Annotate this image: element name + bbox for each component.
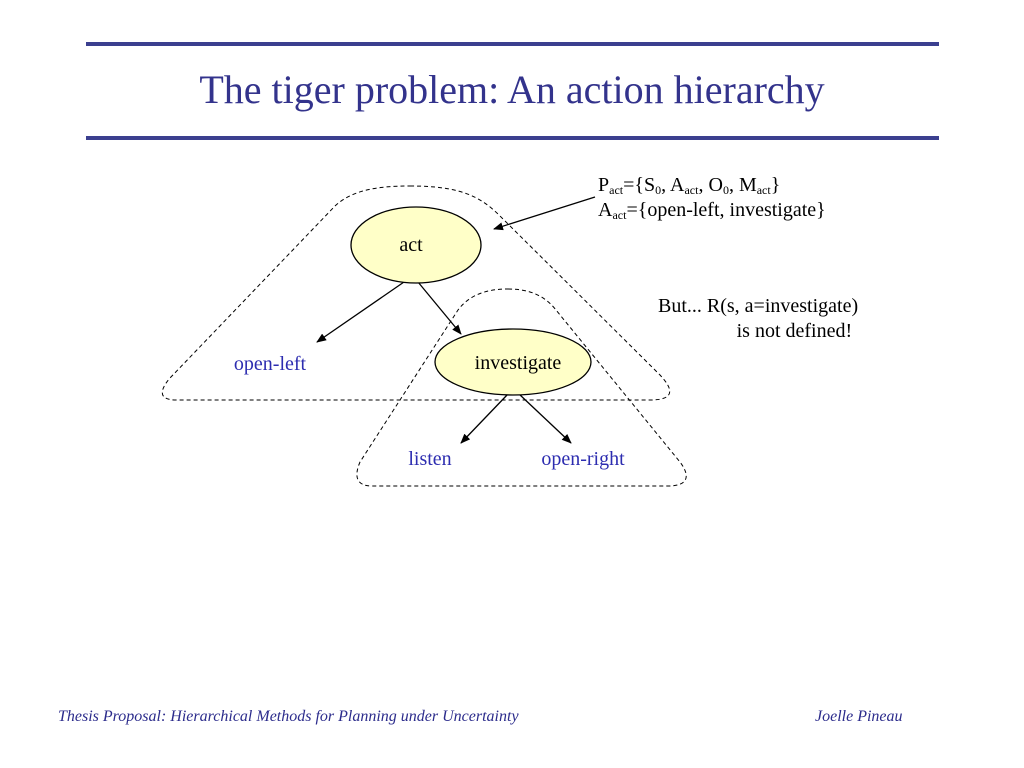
node-act: act xyxy=(350,206,482,284)
edge-investigate-listen xyxy=(460,393,509,444)
edge-investigate-open-right xyxy=(518,393,572,444)
act-subtree-outline xyxy=(161,185,671,401)
leaf-open-right: open-right xyxy=(541,448,625,470)
annotation-pointer-arrow xyxy=(493,196,596,231)
pact-definition: Pact={S0, Aact, O0, Mact} Aact={open-lef… xyxy=(598,173,826,223)
leaf-open-left: open-left xyxy=(234,353,307,375)
node-investigate: investigate xyxy=(434,328,592,396)
pact-line: Pact={S0, Aact, O0, Mact} xyxy=(598,174,781,197)
investigate-subtree-outline xyxy=(356,288,687,487)
reward-note: But... R(s, a=investigate) is not define… xyxy=(658,294,858,344)
leaf-listen: listen xyxy=(408,448,451,470)
aact-line: Aact={open-left, investigate} xyxy=(598,199,826,222)
reward-note-line1: But... R(s, a=investigate) xyxy=(658,295,859,317)
edge-act-investigate xyxy=(417,281,462,335)
reward-note-line2: is not defined! xyxy=(736,320,853,342)
node-act-shape xyxy=(350,206,482,284)
top-rule xyxy=(86,42,939,46)
footer-left: Thesis Proposal: Hierarchical Methods fo… xyxy=(58,708,519,725)
node-investigate-shape xyxy=(434,328,592,396)
edge-act-open-left xyxy=(316,281,405,343)
slide-title: The tiger problem: An action hierarchy xyxy=(199,67,825,112)
node-investigate-label: investigate xyxy=(475,352,562,374)
bottom-rule xyxy=(86,136,939,140)
node-act-label: act xyxy=(399,234,423,256)
footer-right: Joelle Pineau xyxy=(815,708,903,725)
